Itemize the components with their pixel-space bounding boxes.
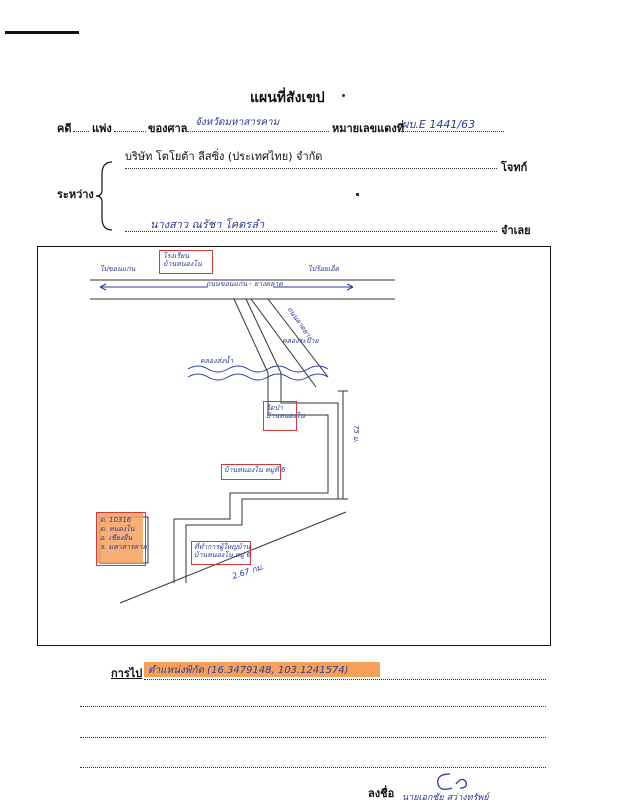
- map-distance-vert: 75 ม.: [351, 424, 360, 443]
- route-dotline-1: [144, 679, 546, 680]
- route-highlight: [144, 662, 380, 677]
- defendant-dotline: [125, 231, 497, 232]
- red-no-value: ผบ.E 1441/63: [402, 118, 476, 131]
- signature-label: ลงชื่อ: [368, 787, 395, 800]
- route-dotline-2: [80, 706, 546, 707]
- case-dotline-2: [114, 131, 146, 132]
- page-title: แผนที่สังเขป: [250, 90, 325, 106]
- map-canal-left-label: คลองส่งน้ำ: [200, 357, 234, 365]
- corner-mark: [5, 31, 79, 34]
- map-canal-right-label: คลองระบาย: [282, 337, 319, 345]
- defendant-name: นางสาว ณรัชา โคตรลำ: [150, 218, 265, 231]
- route-label: การไป: [111, 667, 143, 680]
- map-village-box-label: บ้านหนองโน หมู่ที่ 6: [224, 466, 286, 474]
- map-frame: [37, 246, 551, 646]
- plaintiff-name: บริษัท โตโยต้า ลีสซิ่ง (ประเทศไทย) จำกัด: [125, 150, 323, 163]
- map-top-box: [159, 250, 213, 274]
- map-right-road-label: ไปร้อยเอ็ด: [308, 265, 340, 273]
- map-temple-box: [263, 401, 297, 431]
- case-dotline-3: [187, 131, 329, 132]
- map-school-box: [191, 541, 251, 565]
- route-dotline-4: [80, 767, 546, 768]
- signature-scribble: [437, 773, 468, 790]
- court-value: จังหวัดมหาสารคาม: [195, 117, 280, 128]
- red-no-label: หมายเลขแดงที่: [332, 122, 404, 135]
- map-left-road-label: ไปขอนแก่น: [100, 265, 136, 273]
- route-dotline-3: [80, 737, 546, 738]
- route-value: ตำแหน่งพิกัด (16.3479148, 103.1241574): [148, 665, 349, 676]
- court-label: ของศาล: [148, 122, 188, 135]
- bracket: [95, 161, 113, 231]
- title-dot: [342, 94, 345, 97]
- map-school-box-label: ที่ทำการผู้ใหญ่บ้าน บ้านหนองโน หมู่ 6: [194, 543, 251, 559]
- map-village-box: [221, 464, 281, 480]
- between-label: ระหว่าง: [57, 188, 94, 201]
- map-house-box: [96, 512, 146, 566]
- map-main-road-label: ถนนขอนแก่น - ยางตลาด: [206, 280, 283, 288]
- case-type-label: แพ่ง: [92, 122, 112, 135]
- plaintiff-dotline: [125, 168, 497, 169]
- signer-name: นายเอกชัย สว่างทรัพย์: [402, 793, 489, 803]
- middle-dot: [356, 193, 359, 196]
- map-temple-box-label: วัดป่า บ้านหนองโน: [266, 404, 305, 420]
- map-house-box-label: ต. 10316 ต. หนองโน อ. เชียงยืน จ. มหาสาร…: [100, 516, 147, 552]
- map-drawing: [90, 279, 395, 604]
- case-dotline-1: [73, 131, 89, 132]
- map-house-highlight: [97, 513, 143, 563]
- case-dotline-4: [398, 131, 504, 132]
- plaintiff-label: โจทก์: [501, 161, 528, 174]
- map-top-box-label: โรงเรียน บ้านหนองโน: [163, 252, 202, 268]
- defendant-label: จำเลย: [501, 224, 531, 237]
- case-label: คดี: [57, 122, 72, 135]
